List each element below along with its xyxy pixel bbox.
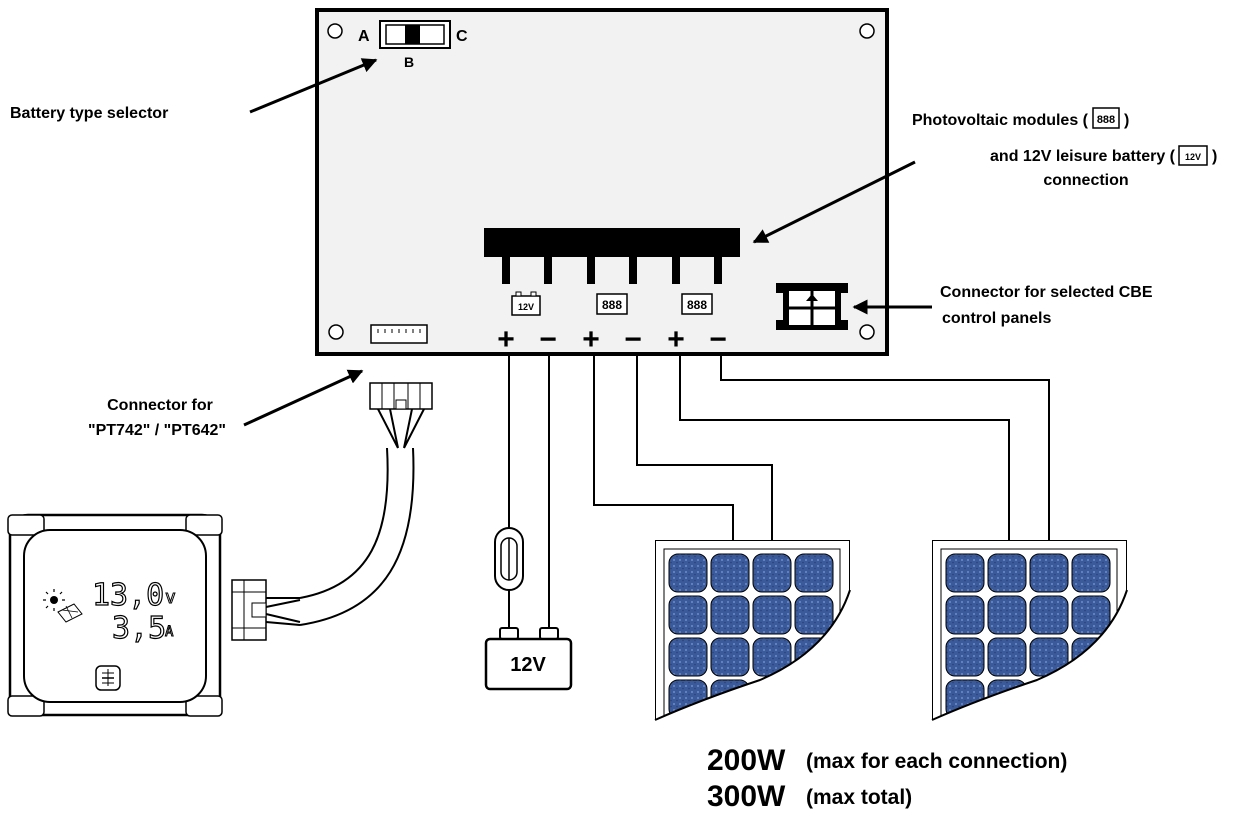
solar-panel-1 bbox=[654, 540, 851, 721]
pv-terminal-icon-2: 888 bbox=[681, 293, 713, 315]
battery-terminal-icon: 12V bbox=[511, 291, 541, 316]
pv-label-line1-a: Photovoltaic modules ( bbox=[912, 112, 1089, 129]
pv-label-line2-b: ) bbox=[1212, 148, 1217, 165]
display-voltage-unit: v bbox=[165, 587, 176, 608]
pv-label-line1-b: ) bbox=[1124, 112, 1129, 129]
battery-12v: 12V bbox=[484, 627, 573, 691]
battery-type-selector-arrow bbox=[249, 58, 378, 114]
mounting-hole-top-left bbox=[327, 23, 343, 39]
pv2-minus-sign: − bbox=[709, 323, 727, 356]
pt-arrow bbox=[243, 369, 364, 427]
cbe-connector-socket bbox=[776, 283, 848, 330]
pt742-display-panel: 13,0 v 3,5 A bbox=[7, 513, 223, 717]
pv-label-line2-a: and 12V leisure battery ( bbox=[990, 148, 1176, 165]
mounting-hole-top-right bbox=[859, 23, 875, 39]
power-rating-1-note: (max for each connection) bbox=[806, 750, 1067, 773]
battery-type-selector-label: Battery type selector bbox=[10, 105, 168, 122]
power-rating-1-value: 200W bbox=[707, 744, 786, 777]
power-rating-1: 200W (max for each connection) bbox=[707, 744, 1067, 777]
display-menu-button[interactable] bbox=[95, 665, 121, 691]
battery-terminal-icon-text: 12V bbox=[518, 302, 534, 312]
pt-label-line2: "PT742" / "PT642" bbox=[88, 422, 226, 439]
sun-panel-icon bbox=[43, 589, 83, 623]
cbe-label-line2: control panels bbox=[942, 310, 1051, 327]
pv-label-battery-icon bbox=[1178, 145, 1208, 166]
mounting-hole-bottom-left bbox=[328, 324, 344, 340]
pv1-minus-sign: − bbox=[624, 323, 642, 356]
pv-label-icon bbox=[1092, 107, 1120, 129]
battery-label: 12V bbox=[510, 654, 546, 676]
terminal-block bbox=[484, 228, 740, 284]
pt-cable bbox=[231, 382, 433, 641]
mounting-hole-bottom-right bbox=[859, 324, 875, 340]
cbe-label-line1: Connector for selected CBE bbox=[940, 284, 1153, 301]
display-current-value: 3,5 bbox=[112, 611, 166, 646]
pv-label-line3: connection bbox=[1043, 172, 1128, 189]
pv-terminal-icon-1: 888 bbox=[596, 293, 628, 315]
pv-connection-label: Photovoltaic modules ( 888 ) and 12V lei… bbox=[912, 107, 1217, 189]
switch-label-a: A bbox=[358, 28, 370, 45]
fuse-icon bbox=[494, 527, 524, 591]
battery-type-switch[interactable] bbox=[379, 20, 451, 49]
pt-connector-socket bbox=[370, 324, 428, 344]
battery-plus-sign: + bbox=[497, 323, 515, 356]
controller-board: A C B 12V bbox=[315, 8, 889, 356]
pv-terminal-icon-1-text: 888 bbox=[602, 298, 622, 312]
battery-wiring bbox=[494, 355, 550, 628]
power-rating-2: 300W (max total) bbox=[707, 780, 912, 813]
power-rating-2-value: 300W bbox=[707, 780, 786, 813]
pt-label-line1: Connector for bbox=[107, 397, 213, 414]
pv-terminal-icon-2-text: 888 bbox=[687, 298, 707, 312]
power-rating-2-note: (max total) bbox=[806, 786, 912, 809]
display-voltage-value: 13,0 bbox=[92, 578, 164, 613]
display-current-unit: A bbox=[165, 624, 174, 640]
pv-label-icon-text: 888 bbox=[1097, 114, 1115, 126]
switch-label-b: B bbox=[404, 54, 414, 70]
switch-label-c: C bbox=[456, 28, 468, 45]
solar-panel-2 bbox=[931, 540, 1128, 721]
pv-connection-arrow bbox=[752, 160, 916, 244]
battery-minus-sign: − bbox=[539, 323, 557, 356]
pv2-plus-sign: + bbox=[667, 323, 685, 356]
pv-wiring bbox=[593, 355, 1050, 540]
pv1-plus-sign: + bbox=[582, 323, 600, 356]
pv-label-battery-icon-text: 12V bbox=[1185, 152, 1201, 162]
